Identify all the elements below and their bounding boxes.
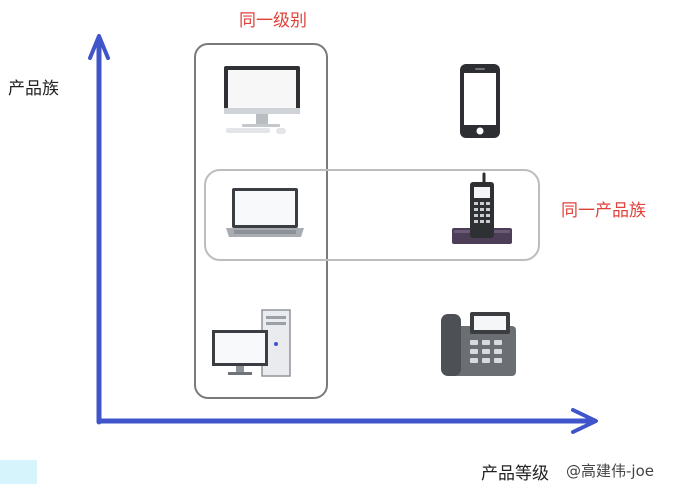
laptop-icon [226, 188, 304, 237]
smartphone-icon [460, 64, 500, 138]
desktop-tower-icon [212, 309, 291, 377]
x-axis [96, 408, 598, 434]
cordless-phone-icon [452, 172, 512, 244]
y-axis [88, 34, 110, 425]
desk-telephone-icon [441, 312, 516, 376]
highlight-fragment [0, 460, 37, 484]
watermark: @高建伟-joe [566, 462, 654, 480]
same-level-box [194, 43, 328, 399]
same-level-label: 同一级别 [239, 11, 307, 31]
same-product-family-label: 同一产品族 [561, 201, 646, 221]
desktop-monitor-icon [224, 66, 300, 134]
product-level-axis-label: 产品等级 [481, 464, 549, 484]
product-family-axis-label: 产品族 [8, 79, 59, 99]
same-product-family-box [204, 169, 540, 261]
